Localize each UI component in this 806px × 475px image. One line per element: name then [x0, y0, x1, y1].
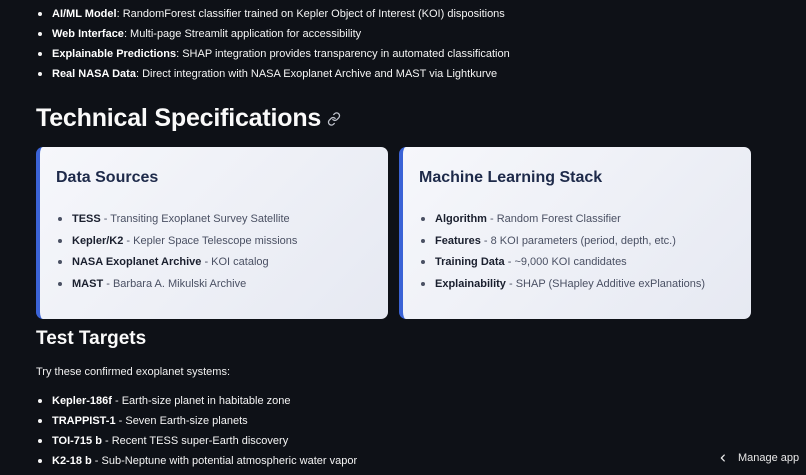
- list-item: NASA Exoplanet Archive - KOI catalog: [56, 252, 372, 274]
- list-item: Kepler-186f - Earth-size planet in habit…: [36, 391, 357, 411]
- card-title: Machine Learning Stack: [419, 169, 603, 186]
- targets-intro-text: Try these confirmed exoplanet systems:: [36, 366, 231, 378]
- list-item: Real NASA Data: Direct integration with …: [36, 64, 510, 84]
- chevron-left-icon: [718, 453, 728, 463]
- data-sources-card: Data Sources TESS - Transiting Exoplanet…: [36, 147, 388, 319]
- features-list: AI/ML Model: RandomForest classifier tra…: [36, 4, 510, 84]
- list-item: K2-18 b - Sub-Neptune with potential atm…: [36, 451, 357, 471]
- section-heading-technical-specifications: Technical Specifications: [36, 104, 341, 133]
- list-item: Algorithm - Random Forest Classifier: [419, 209, 735, 231]
- list-item: Features - 8 KOI parameters (period, dep…: [419, 231, 735, 253]
- machine-learning-stack-card: Machine Learning Stack Algorithm - Rando…: [399, 147, 751, 319]
- list-item: MAST - Barbara A. Mikulski Archive: [56, 274, 372, 296]
- list-item: Explainability - SHAP (SHapley Additive …: [419, 274, 735, 296]
- list-item: Web Interface: Multi-page Streamlit appl…: [36, 24, 510, 44]
- list-item: Explainable Predictions: SHAP integratio…: [36, 44, 510, 64]
- data-sources-list: TESS - Transiting Exoplanet Survey Satel…: [56, 209, 372, 295]
- manage-app-label: Manage app: [738, 452, 800, 464]
- list-item: AI/ML Model: RandomForest classifier tra…: [36, 4, 510, 24]
- ml-stack-list: Algorithm - Random Forest Classifier Fea…: [419, 209, 735, 295]
- card-title: Data Sources: [56, 169, 159, 186]
- list-item: TESS - Transiting Exoplanet Survey Satel…: [56, 209, 372, 231]
- list-item: Training Data - ~9,000 KOI candidates: [419, 252, 735, 274]
- manage-app-button[interactable]: Manage app: [718, 452, 799, 464]
- test-targets-list: Kepler-186f - Earth-size planet in habit…: [36, 391, 357, 471]
- list-item: Kepler/K2 - Kepler Space Telescope missi…: [56, 231, 372, 253]
- link-icon[interactable]: [327, 111, 341, 126]
- list-item: TRAPPIST-1 - Seven Earth-size planets: [36, 411, 357, 431]
- section-heading-test-targets: Test Targets: [36, 328, 147, 349]
- list-item: TOI-715 b - Recent TESS super-Earth disc…: [36, 431, 357, 451]
